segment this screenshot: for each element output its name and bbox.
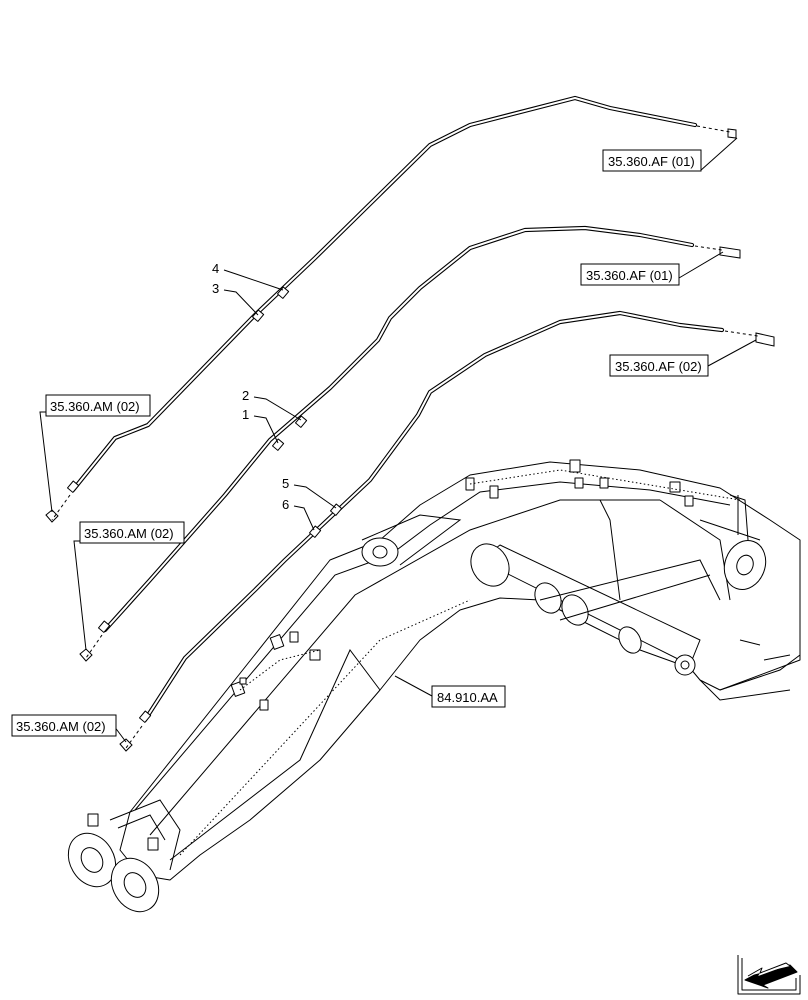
callout-1: 1	[242, 407, 279, 444]
svg-text:35.360.AM (02): 35.360.AM (02)	[50, 399, 140, 414]
boom-assembly	[67, 459, 801, 913]
ref-pipe5-rear[interactable]: 35.360.AM (02)	[11, 714, 127, 743]
svg-text:2: 2	[242, 388, 249, 403]
callout-4: 4	[212, 261, 284, 291]
ref-pipe1-front[interactable]: 35.360.AF (01)	[580, 251, 724, 286]
svg-text:35.360.AF (01): 35.360.AF (01)	[586, 268, 673, 283]
navigation-arrow-icon[interactable]	[737, 955, 801, 995]
svg-text:6: 6	[282, 497, 289, 512]
pipe-lower	[119, 310, 775, 752]
callout-3: 3	[212, 281, 259, 316]
ref-boom[interactable]: 84.910.AA	[394, 675, 506, 708]
callout-5: 5	[282, 476, 337, 509]
svg-text:1: 1	[242, 407, 249, 422]
clamp-group	[87, 459, 694, 851]
svg-text:35.360.AM (02): 35.360.AM (02)	[16, 719, 106, 734]
svg-text:35.360.AM (02): 35.360.AM (02)	[84, 526, 174, 541]
svg-text:5: 5	[282, 476, 289, 491]
callout-2: 2	[242, 388, 302, 421]
pipe-upper	[45, 95, 737, 523]
ref-pipe5-front[interactable]: 35.360.AF (02)	[609, 339, 757, 377]
svg-text:4: 4	[212, 261, 219, 276]
svg-text:35.360.AF (02): 35.360.AF (02)	[615, 359, 702, 374]
ref-pipe4-rear[interactable]: 35.360.AM (02)	[39, 394, 151, 513]
svg-text:84.910.AA: 84.910.AA	[437, 690, 498, 705]
svg-text:35.360.AF (01): 35.360.AF (01)	[608, 154, 695, 169]
ref-pipe4-front[interactable]: 35.360.AF (01)	[602, 137, 738, 172]
ref-pipe1-rear[interactable]: 35.360.AM (02)	[73, 521, 185, 651]
pipe-middle	[79, 225, 741, 662]
boom-body	[119, 461, 801, 881]
callout-6: 6	[282, 497, 315, 531]
svg-text:3: 3	[212, 281, 219, 296]
